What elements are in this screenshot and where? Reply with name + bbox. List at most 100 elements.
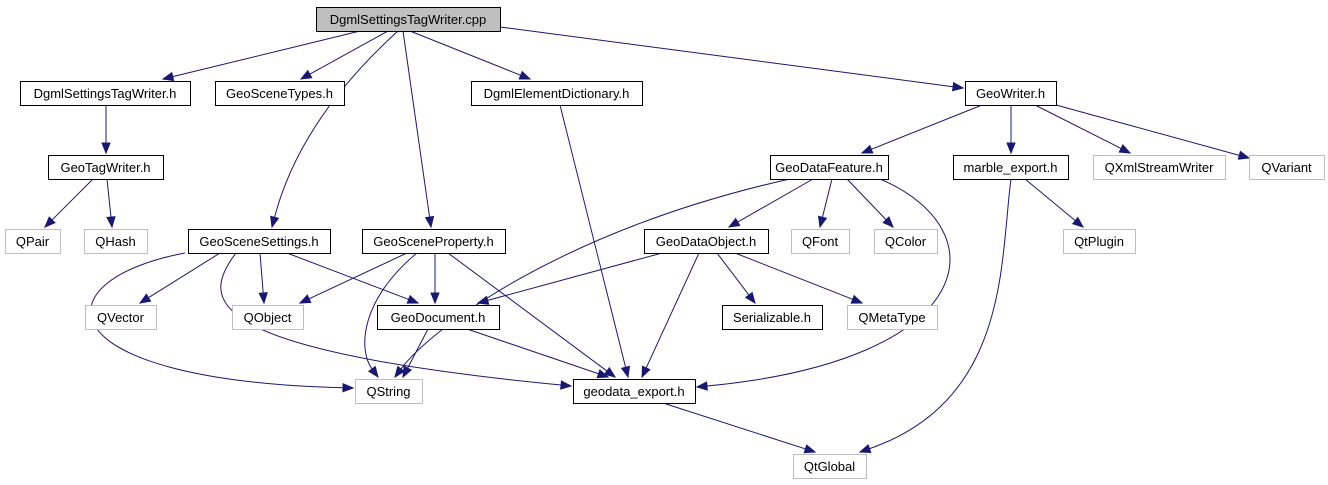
edge-gsp_h-to-qobject bbox=[298, 252, 408, 304]
edge-gdf_h-to-qfont bbox=[817, 178, 833, 229]
node-me-h[interactable]: marble_export.h bbox=[953, 155, 1069, 180]
node-box bbox=[48, 155, 164, 180]
node-box bbox=[965, 81, 1057, 106]
node-gw-h[interactable]: GeoWriter.h bbox=[965, 81, 1057, 106]
edge-line bbox=[364, 252, 418, 370]
edge-line bbox=[286, 252, 409, 300]
arrowhead-icon bbox=[106, 216, 116, 229]
node-box bbox=[770, 155, 889, 180]
node-label: QXmlStreamWriter bbox=[1105, 160, 1214, 175]
node-gsp-h[interactable]: GeoSceneProperty.h bbox=[362, 229, 506, 254]
node-label: marble_export.h bbox=[964, 160, 1058, 175]
node-cpp[interactable]: DgmlSettingsTagWriter.cpp bbox=[316, 7, 501, 32]
node-box bbox=[1249, 155, 1325, 180]
node-gde-h[interactable]: geodata_export.h bbox=[573, 379, 696, 404]
node-box bbox=[1093, 155, 1226, 180]
edge-line bbox=[447, 252, 608, 372]
edge-ded_h-to-gde_h bbox=[559, 104, 631, 379]
node-label: DgmlElementDictionary.h bbox=[484, 86, 630, 101]
node-gss-h[interactable]: GeoSceneSettings.h bbox=[188, 229, 331, 254]
edge-line bbox=[409, 30, 521, 76]
edge-gdo_h-to-ser_h bbox=[716, 252, 756, 305]
edge-line bbox=[716, 252, 750, 296]
edge-gdf_h-to-qstring bbox=[394, 178, 791, 379]
arrowhead-icon bbox=[817, 215, 828, 229]
edge-line bbox=[1024, 178, 1076, 222]
arrowhead-icon bbox=[258, 292, 268, 305]
edge-line bbox=[400, 178, 791, 370]
arrowhead-icon bbox=[518, 70, 532, 80]
node-qvector: QVector bbox=[85, 305, 157, 330]
edge-line bbox=[559, 104, 627, 368]
edge-gtw_h-to-qpair bbox=[44, 178, 94, 228]
edge-cpp-to-dstw_h bbox=[161, 30, 361, 82]
node-label: GeoSceneProperty.h bbox=[373, 234, 493, 249]
arrowhead-icon bbox=[603, 366, 617, 378]
edge-line bbox=[402, 30, 431, 218]
node-label: QHash bbox=[95, 234, 135, 249]
node-qstring: QString bbox=[355, 379, 423, 404]
node-gdo-h[interactable]: GeoDataObject.h bbox=[644, 229, 769, 254]
edge-cpp-to-ded_h bbox=[409, 30, 532, 80]
node-label: DgmlSettingsTagWriter.cpp bbox=[330, 12, 487, 27]
edge-line bbox=[487, 252, 663, 301]
arrowhead-icon bbox=[1006, 142, 1016, 155]
edge-line bbox=[871, 104, 983, 150]
node-gdoc-h[interactable]: GeoDocument.h bbox=[377, 305, 500, 330]
edge-line bbox=[1055, 104, 1240, 156]
edge-line bbox=[706, 178, 951, 387]
node-qglobal: QtGlobal bbox=[793, 454, 867, 479]
edge-gdo_h-to-gde_h bbox=[641, 252, 700, 379]
edge-gsp_h-to-gde_h bbox=[447, 252, 617, 378]
edge-gdoc_h-to-qstring bbox=[402, 328, 429, 379]
node-label: QVariant bbox=[1261, 160, 1312, 175]
node-qcolor: QColor bbox=[874, 229, 938, 254]
edge-gss_h-to-qvector bbox=[138, 252, 221, 304]
arrowhead-icon bbox=[406, 294, 420, 304]
arrowhead-icon bbox=[270, 215, 280, 229]
node-label: DgmlSettingsTagWriter.h bbox=[34, 86, 177, 101]
node-label: GeoDataFeature.h bbox=[775, 160, 883, 175]
node-box bbox=[471, 81, 643, 106]
arrowhead-icon bbox=[44, 216, 56, 228]
node-dstw-h[interactable]: DgmlSettingsTagWriter.h bbox=[20, 81, 191, 106]
node-label: QFont bbox=[802, 234, 839, 249]
node-box bbox=[5, 229, 61, 254]
edge-cpp-to-gsp_h bbox=[402, 30, 435, 229]
edge-line bbox=[106, 178, 112, 218]
edge-gdf_h-to-gde_h bbox=[695, 178, 951, 391]
node-box bbox=[791, 229, 850, 254]
node-gdf-h[interactable]: GeoDataFeature.h bbox=[770, 155, 889, 180]
node-box bbox=[84, 229, 148, 254]
edge-line bbox=[274, 30, 399, 218]
edge-line bbox=[734, 252, 853, 300]
node-gst-h[interactable]: GeoSceneTypes.h bbox=[215, 81, 345, 106]
node-qpair: QPair bbox=[5, 229, 61, 254]
edge-gw_h-to-qvar bbox=[1055, 104, 1251, 160]
arrowhead-icon bbox=[402, 365, 413, 379]
node-box bbox=[355, 379, 423, 404]
edge-line bbox=[846, 178, 887, 221]
node-qhash: QHash bbox=[84, 229, 148, 254]
edge-gsp_h-to-qstring bbox=[364, 252, 418, 379]
edge-gdo_h-to-qmeta bbox=[734, 252, 864, 304]
edge-me_h-to-qglobal bbox=[858, 178, 1012, 454]
node-label: GeoWriter.h bbox=[976, 86, 1045, 101]
arrowhead-icon bbox=[138, 293, 152, 304]
edge-line bbox=[499, 26, 954, 88]
arrowhead-icon bbox=[430, 292, 440, 305]
arrowhead-icon bbox=[299, 69, 313, 80]
node-label: QtPlugin bbox=[1074, 234, 1124, 249]
arrowhead-icon bbox=[596, 369, 610, 379]
edge-cpp-to-gss_h bbox=[270, 30, 399, 229]
node-ser-h[interactable]: Serializable.h bbox=[722, 305, 823, 330]
node-gtw-h[interactable]: GeoTagWriter.h bbox=[48, 155, 164, 180]
edge-line bbox=[407, 328, 429, 369]
arrowhead-icon bbox=[803, 444, 817, 454]
arrowhead-icon bbox=[476, 295, 490, 305]
node-ded-h[interactable]: DgmlElementDictionary.h bbox=[471, 81, 643, 106]
edge-line bbox=[737, 178, 814, 223]
arrowhead-icon bbox=[394, 365, 406, 379]
arrowhead-icon bbox=[744, 291, 756, 305]
